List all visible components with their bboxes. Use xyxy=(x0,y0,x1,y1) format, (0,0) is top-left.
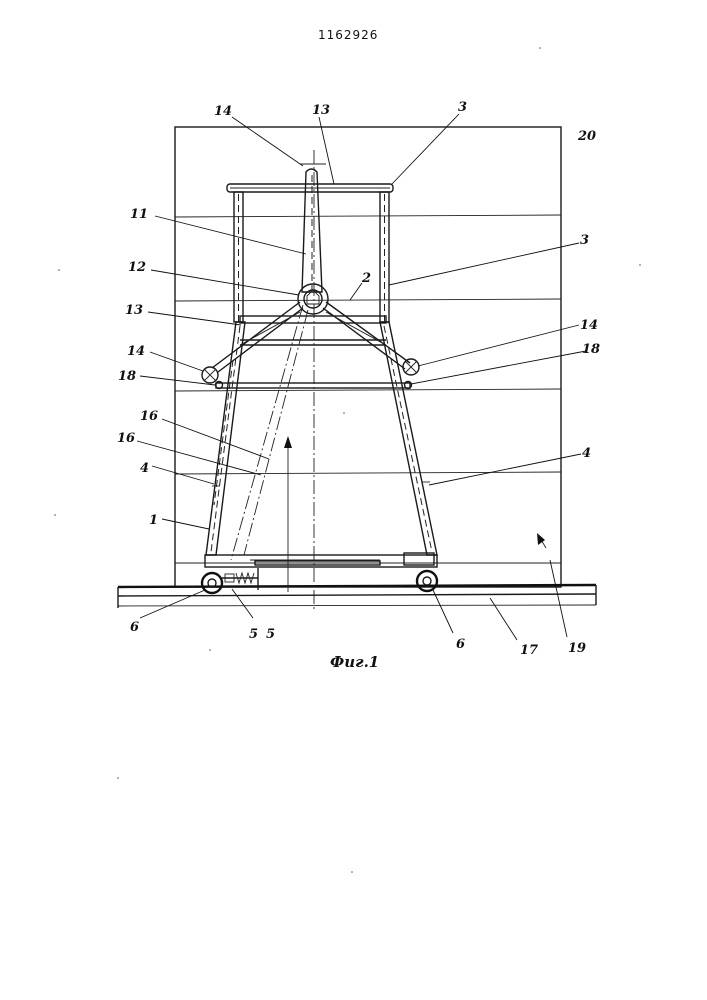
label-6-right: 6 xyxy=(456,637,465,652)
label-1: 1 xyxy=(149,513,158,528)
label-18-left: 18 xyxy=(118,369,136,384)
hub xyxy=(298,284,328,314)
label-5-b: 5 xyxy=(266,627,275,642)
label-6-left: 6 xyxy=(130,620,139,635)
label-18-right: 18 xyxy=(582,342,600,357)
label-17: 17 xyxy=(520,643,538,658)
label-5-a: 5 xyxy=(249,627,258,642)
figure-caption: Фиг.1 xyxy=(330,653,379,671)
label-2: 2 xyxy=(361,271,371,286)
label-16-b: 16 xyxy=(117,431,135,446)
tie-rod xyxy=(216,382,412,389)
label-14-left: 14 xyxy=(127,344,145,359)
label-4-left: 4 xyxy=(140,461,149,476)
label-11: 11 xyxy=(130,207,148,222)
label-12: 12 xyxy=(128,260,146,275)
document-number: 1162926 xyxy=(318,28,378,42)
label-13-left: 13 xyxy=(125,303,143,318)
top-cross-beam xyxy=(227,184,393,192)
label-3-right: 3 xyxy=(580,233,589,248)
label-19: 19 xyxy=(568,641,586,656)
label-16-a: 16 xyxy=(140,409,158,424)
direction-arrows xyxy=(284,436,546,592)
central-mast xyxy=(300,164,326,292)
base-carriage xyxy=(205,553,437,567)
wheels xyxy=(202,571,437,593)
label-14-top: 14 xyxy=(214,104,232,119)
label-3-top: 3 xyxy=(458,100,467,115)
label-20: 20 xyxy=(577,129,596,144)
label-13-top: 13 xyxy=(312,103,330,118)
wall-panel xyxy=(175,127,561,587)
label-4-right: 4 xyxy=(582,446,591,461)
label-14-right: 14 xyxy=(580,318,598,333)
